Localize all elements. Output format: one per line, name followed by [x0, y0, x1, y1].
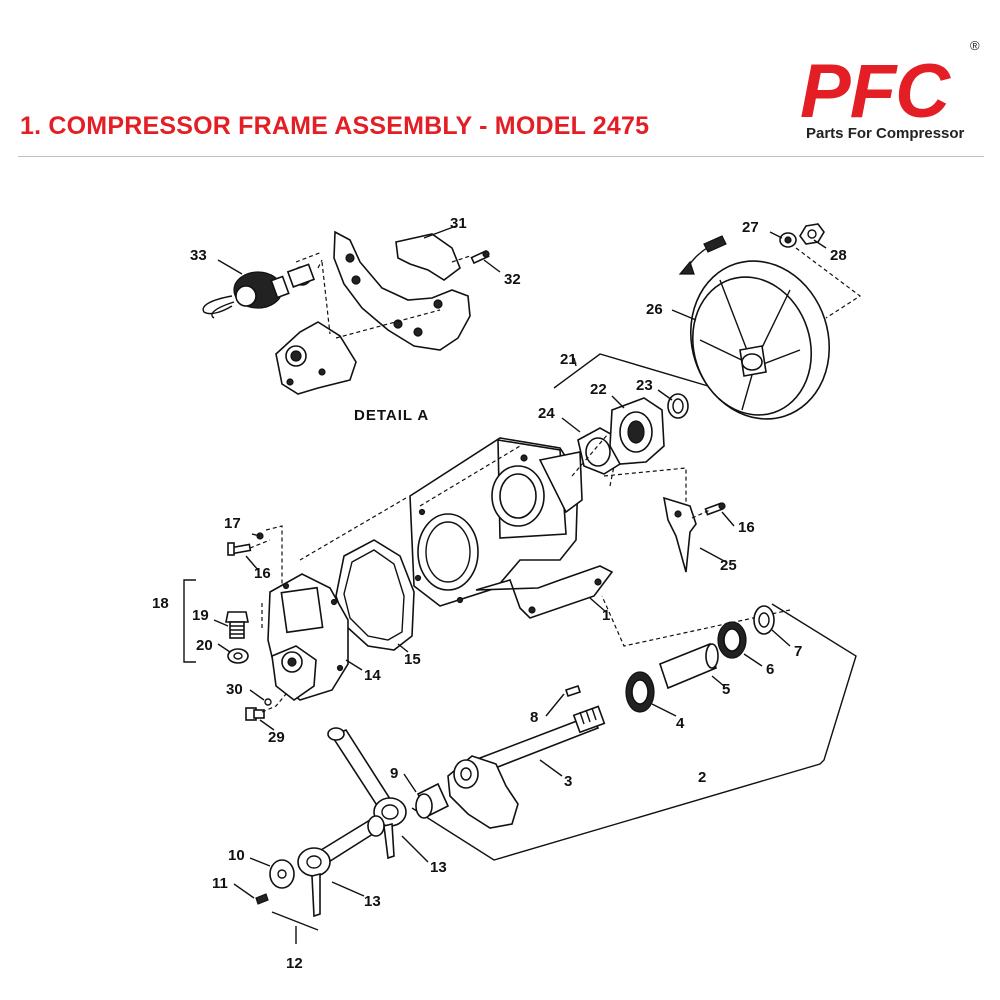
part-13-connecting-rod-lower — [297, 815, 385, 918]
logo-brand: PFC — [800, 49, 950, 134]
callout-21: 21 — [560, 351, 577, 368]
part-12-pin — [271, 911, 319, 931]
callout-18: 18 — [152, 595, 169, 612]
callout-25: 25 — [720, 557, 737, 574]
header-divider — [18, 156, 984, 157]
callout-8: 8 — [530, 709, 538, 726]
part-25-bracket — [662, 496, 697, 573]
callout-5: 5 — [722, 681, 730, 698]
callout-15: 15 — [404, 651, 421, 668]
leader-lines — [213, 225, 827, 944]
part-9-bushing — [415, 782, 450, 819]
callout-labels: 33 31 32 27 28 26 21 22 23 24 16 25 1 17… — [152, 215, 847, 972]
callout-1: 1 — [602, 607, 610, 624]
part-15-gasket — [335, 539, 415, 651]
detail-a-group — [202, 230, 490, 395]
part-5-spacer — [659, 642, 719, 690]
rotation-arrow-icon — [678, 235, 727, 275]
part-16-screw-right — [704, 502, 726, 516]
part-29-screw — [245, 707, 265, 721]
callout-13-lower: 13 — [364, 893, 381, 910]
callout-23: 23 — [636, 377, 653, 394]
callout-10: 10 — [228, 847, 245, 864]
callout-22: 22 — [590, 381, 607, 398]
part-32-screw — [470, 249, 490, 265]
part-7-seal — [753, 605, 775, 635]
callout-13-upper: 13 — [430, 859, 447, 876]
callout-3: 3 — [564, 773, 572, 790]
callout-31: 31 — [450, 215, 467, 232]
part-4-bearing — [625, 671, 655, 713]
callout-26: 26 — [646, 301, 663, 318]
callout-33: 33 — [190, 247, 207, 264]
callout-2: 2 — [698, 769, 706, 786]
callout-9: 9 — [390, 765, 398, 782]
callout-16-right: 16 — [738, 519, 755, 536]
part-23-seal — [667, 393, 689, 419]
callout-24: 24 — [538, 405, 555, 422]
part-10-washer — [269, 859, 295, 889]
part-28-nut — [799, 223, 825, 245]
callout-14: 14 — [364, 667, 381, 684]
callout-6: 6 — [766, 661, 774, 678]
callout-29: 29 — [268, 729, 285, 746]
part-31-bracket — [333, 230, 471, 351]
callout-7: 7 — [794, 643, 802, 660]
callout-16-left: 16 — [254, 565, 271, 582]
callout-4: 4 — [676, 715, 685, 732]
part-26-flywheel — [689, 260, 831, 420]
part-6-bearing — [717, 621, 747, 659]
part-22-bearing-carrier — [609, 397, 665, 465]
logo-tagline: Parts For Compressor — [806, 125, 965, 142]
callout-27: 27 — [742, 219, 759, 236]
part-33-solenoid — [202, 263, 316, 319]
part-20-washer — [227, 648, 249, 664]
callout-17: 17 — [224, 515, 241, 532]
part-11-screw — [255, 893, 269, 905]
page-title: 1. COMPRESSOR FRAME ASSEMBLY - MODEL 247… — [20, 112, 650, 140]
part-16-screw-left — [227, 542, 252, 556]
part-27-washer — [779, 232, 797, 248]
callout-32: 32 — [504, 271, 521, 288]
callout-20: 20 — [196, 637, 213, 654]
registered-mark: ® — [970, 38, 980, 53]
callout-28: 28 — [830, 247, 847, 264]
detail-a-label: DETAIL A — [354, 407, 429, 424]
part-3-crankshaft — [447, 705, 606, 829]
callout-12: 12 — [286, 955, 303, 972]
callout-19: 19 — [192, 607, 209, 624]
callout-30: 30 — [226, 681, 243, 698]
part-30-washer — [264, 698, 272, 706]
part-14-end-cover — [267, 573, 349, 701]
callout-11: 11 — [212, 875, 228, 892]
part-8-key — [564, 684, 582, 698]
detail-a-housing — [275, 321, 357, 395]
part-1-crankcase — [409, 437, 614, 619]
part-19-plug — [225, 611, 249, 639]
